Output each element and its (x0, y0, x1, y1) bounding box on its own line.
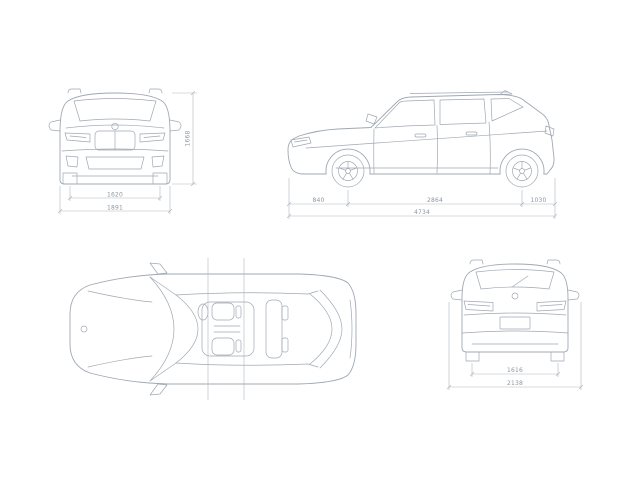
side-overhang-wheelbase-dimension (286, 178, 558, 219)
side-headlight (290, 136, 312, 148)
side-door-handle-rear (465, 131, 478, 136)
rear-roof-rail-left (469, 259, 484, 265)
rear-hatch-line (463, 312, 567, 316)
side-window-quarter (490, 98, 524, 122)
front-mirror-left (48, 119, 61, 132)
side-door-line-mid (436, 125, 438, 174)
front-hood-line (65, 124, 165, 129)
rear-wheel-left (465, 351, 480, 362)
rear-body-outline (461, 263, 569, 353)
front-windshield (73, 98, 157, 122)
front-bumper-side-right (151, 155, 165, 168)
top-windshield-cowl (149, 276, 175, 382)
front-height-label: 1668 (185, 130, 192, 146)
front-headlight-left (64, 132, 91, 143)
car-outlines-layer (48, 88, 580, 396)
top-seat-driver (211, 302, 242, 321)
front-view (48, 88, 182, 185)
front-roundel-badge (111, 122, 119, 131)
side-taillight (544, 125, 555, 137)
top-seat-passenger (211, 337, 242, 356)
rear-mirror-right (567, 289, 580, 301)
side-roof-rail (409, 91, 509, 94)
front-body-outline (59, 92, 171, 185)
side-character-line (305, 130, 548, 149)
top-roof-edge-left (175, 292, 309, 296)
front-track-dimension (67, 186, 163, 201)
front-mirror-right (169, 119, 182, 132)
side-front-overhang-label: 840 (312, 197, 324, 204)
top-rear-bench (265, 299, 289, 359)
side-door-line-rear (488, 121, 491, 174)
front-grille (94, 130, 136, 151)
rear-taillight-right (536, 300, 567, 312)
rear-width-dimension (446, 302, 584, 390)
front-height-dimension (172, 90, 197, 187)
front-roof-rail-right (148, 88, 163, 94)
side-antenna-fin (499, 90, 513, 95)
rear-track-label: 1616 (507, 367, 523, 374)
rear-track-dimension (469, 363, 561, 377)
front-bumper-line (61, 148, 169, 152)
top-mirror-left (149, 262, 168, 275)
rear-view (450, 259, 580, 362)
front-headlight-right (139, 132, 166, 143)
side-front-wheel (331, 154, 365, 188)
front-bumper-intake (85, 156, 145, 170)
top-body-outline (69, 273, 357, 385)
front-wheel-right (152, 172, 168, 185)
top-view (69, 262, 357, 396)
rear-window (475, 269, 555, 290)
top-sunroof (201, 301, 255, 357)
side-wheelbase-label: 2864 (427, 197, 443, 204)
top-center-console (213, 325, 241, 333)
dimension-lines-layer (57, 90, 584, 400)
rear-taillight-left (463, 300, 494, 312)
top-tailgate-inner-line (349, 299, 353, 359)
top-mirror-right (149, 383, 168, 396)
side-door-handle-front (414, 133, 427, 138)
top-roof-front-edge (175, 294, 199, 364)
side-rear-overhang-label: 1030 (530, 197, 546, 204)
side-mirror (365, 113, 378, 125)
side-length-label: 4734 (414, 209, 430, 216)
top-hood-line-upper (87, 290, 153, 303)
side-window-front (374, 99, 436, 129)
rear-bumper-line (461, 330, 569, 334)
top-roof-edge-right (175, 362, 309, 366)
rear-wheel-right (550, 351, 565, 362)
front-roof-rail-left (67, 88, 82, 94)
rear-license-plate (499, 316, 531, 330)
side-body-outline (287, 94, 555, 175)
rear-wiper (511, 275, 529, 288)
top-hood-line-lower (87, 355, 153, 368)
side-rear-wheel (505, 154, 539, 188)
front-track-label: 1620 (107, 192, 123, 199)
rear-width-label: 2138 (507, 380, 523, 387)
rear-roundel-badge (511, 292, 519, 300)
rear-roof-rail-right (546, 259, 561, 265)
top-roundel-badge (80, 325, 88, 333)
side-view (287, 90, 555, 188)
side-length-dimension (286, 213, 558, 219)
top-rear-window (309, 293, 333, 365)
top-section-lines (207, 258, 245, 400)
top-hatch-line (307, 289, 343, 369)
front-width-label: 1891 (107, 205, 123, 212)
front-bumper-side-left (65, 155, 79, 168)
rear-mirror-left (450, 289, 463, 301)
top-apillar-left (149, 276, 177, 296)
top-apillar-right (149, 362, 177, 382)
front-width-dimension (57, 186, 173, 214)
side-window-rear (439, 98, 487, 125)
front-wheel-left (62, 172, 78, 185)
dimension-labels-layer: 1668 1620 1891 840 2864 1030 4734 1616 2… (107, 130, 546, 387)
